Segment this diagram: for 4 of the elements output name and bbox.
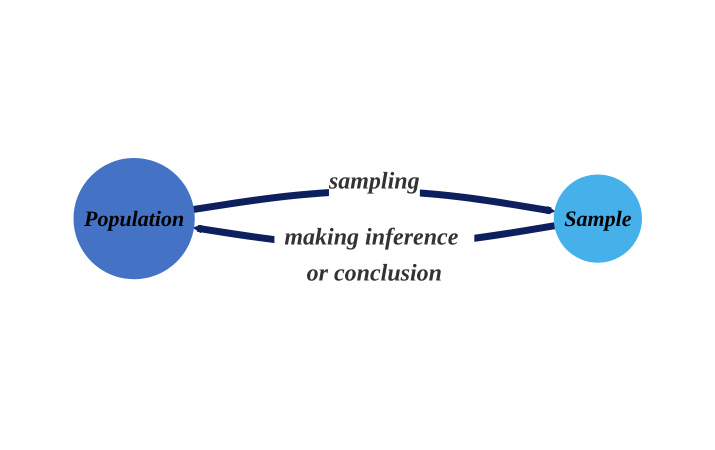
edge-label: sampling	[328, 168, 420, 195]
edge-label: making inference or conclusion	[284, 224, 458, 287]
node-circle: Population	[73, 158, 194, 280]
node-circle: Sample	[554, 174, 642, 263]
